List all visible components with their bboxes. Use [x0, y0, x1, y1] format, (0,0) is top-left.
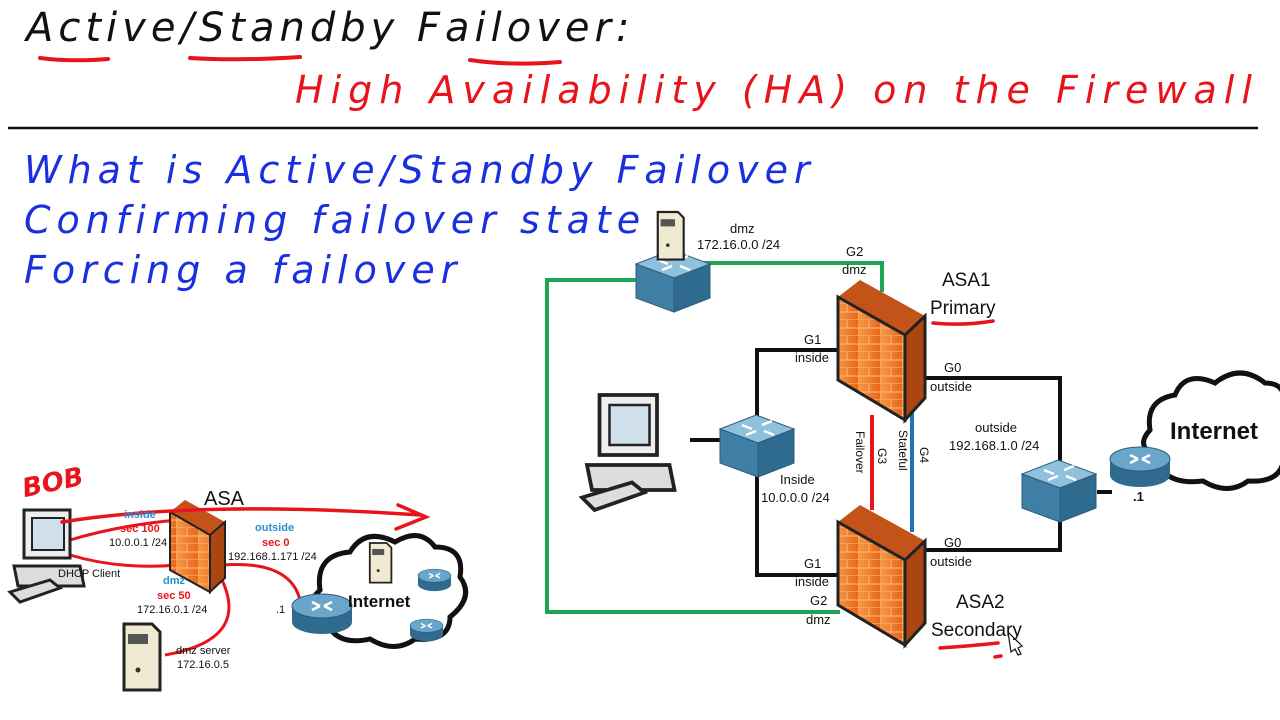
title-underline-marks: [38, 55, 562, 66]
asa2-role-label: Secondary: [931, 620, 1022, 641]
asa1-g2-name: dmz: [842, 262, 867, 277]
asa2-g0-label: G0: [944, 535, 962, 550]
inside-net-label: Inside: [780, 472, 815, 487]
slide-subtitle: High Availability (HA) on the Firewall: [295, 68, 1259, 112]
inside-pc-icon: [580, 393, 677, 512]
failover-port-label: G3: [875, 448, 889, 465]
mouse-pointer-icon: [1007, 630, 1024, 656]
outside-net-ip-label: 192.168.1.0 /24: [949, 438, 1040, 453]
slide-title: Active/Standby Failover:: [26, 5, 635, 51]
inside-switch-icon: [718, 413, 796, 479]
asa2-g0-name: outside: [930, 554, 972, 569]
dmz-sec-label: sec 50: [157, 590, 191, 602]
asa1-g0-name: outside: [930, 379, 972, 394]
asa1-g2-label: G2: [846, 244, 864, 259]
outside-ip-label: 192.168.1.171 /24: [228, 551, 317, 563]
topic-item: Forcing a failover: [24, 248, 463, 292]
dmz-label: dmz: [163, 575, 185, 587]
internet-label: Internet: [1170, 418, 1259, 445]
dmz-server-label: dmz server: [176, 645, 231, 657]
outside-sec-label: sec 0: [262, 537, 290, 549]
internet-label: Internet: [348, 592, 411, 611]
right-network-diagram: [545, 210, 1280, 659]
client-label: DHCP Client: [58, 568, 121, 580]
failover-label: Failover: [853, 431, 867, 474]
outside-net-label: outside: [975, 420, 1017, 435]
inside-label: inside: [124, 509, 156, 521]
outside-switch-icon: [1020, 458, 1098, 524]
router-ip-label: .1: [1133, 489, 1144, 504]
asa2-g2-name: dmz: [806, 612, 831, 627]
asa2-firewall-icon: [836, 505, 927, 649]
router-icon: [1108, 445, 1172, 489]
outside-label: outside: [255, 522, 295, 534]
server-icon: [368, 542, 393, 584]
stateful-label: Stateful: [896, 430, 910, 471]
asa2-g1-label: G1: [804, 556, 822, 571]
traffic-arrow-annotation: [60, 503, 431, 531]
asa-label: ASA: [204, 488, 245, 510]
dmz-server-icon: [656, 210, 685, 261]
topic-item: What is Active/Standby Failover: [24, 148, 816, 192]
inside-sec-label: sec 100: [120, 523, 160, 535]
asa1-firewall-icon: [836, 280, 927, 424]
asa2-g1-name: inside: [795, 574, 829, 589]
asa1-g1-label: G1: [804, 332, 822, 347]
dmz-server-ip-label: 172.16.0.5: [177, 659, 229, 671]
asa1-g0-label: G0: [944, 360, 962, 375]
router-icon: [290, 592, 354, 636]
left-network-diagram: [8, 500, 469, 692]
dmz-net-label: dmz: [730, 221, 755, 236]
stateful-port-label: G4: [917, 447, 931, 464]
asa2-label: ASA2: [956, 592, 1005, 613]
asa1-label: ASA1: [942, 270, 991, 291]
router-ip-label: .1: [276, 604, 286, 616]
dmz-ip-label: 172.16.0.1 /24: [137, 604, 208, 616]
inside-ip-label: 10.0.0.1 /24: [109, 537, 168, 549]
router-icon: [409, 618, 444, 642]
dmz-server-icon: [122, 622, 162, 692]
asa1-role-label: Primary: [930, 298, 996, 319]
inside-net-ip-label: 10.0.0.0 /24: [761, 490, 830, 505]
dmz-net-ip-label: 172.16.0.0 /24: [697, 237, 781, 252]
dmz-link: [545, 261, 884, 614]
router-icon: [417, 568, 452, 592]
role-underline-marks: [931, 319, 1003, 659]
topic-item: Confirming failover state: [24, 198, 647, 242]
asa1-g1-name: inside: [795, 350, 829, 365]
asa2-g2-label: G2: [810, 593, 828, 608]
